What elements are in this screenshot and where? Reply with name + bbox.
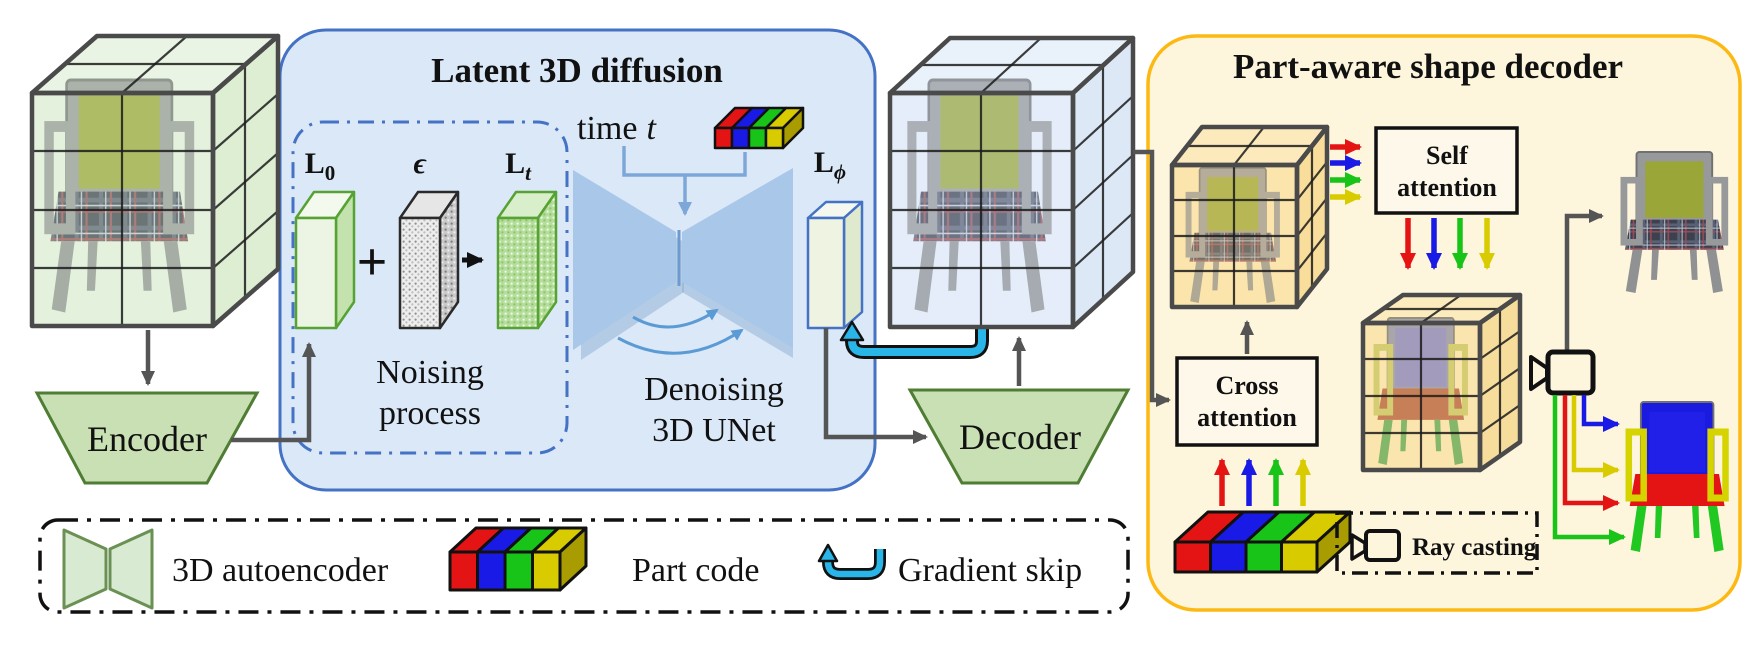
ray-casting-camera-icon: [1364, 529, 1401, 562]
latent-lphi-group: Lϕ: [806, 146, 864, 330]
noising-process-dashed-box: [291, 120, 569, 455]
encoder: Encoder: [34, 330, 316, 485]
autoencoder-legend-label: 3D autoencoder: [172, 552, 389, 589]
decoder-trapezoid: [907, 388, 1131, 485]
encoder-label: Encoder: [87, 419, 207, 459]
latent-to-decoder-arrow: [823, 328, 928, 444]
part-code-legend-label: Part code: [632, 552, 759, 589]
noising-label-line1: Noising: [376, 354, 484, 391]
decoder: Decoder: [823, 328, 1131, 485]
query-voxel-gridlines: [1172, 126, 1328, 307]
encoder-to-latent-arrow: [231, 342, 316, 443]
unet-encoder-half: [573, 170, 676, 350]
noising-label-line2: process: [379, 395, 481, 432]
latent-lt-slab: [496, 190, 558, 330]
ray-casting-camera: [1529, 209, 1604, 396]
cube-to-cross-attention-connector: [1133, 149, 1171, 407]
input-voxel-gridlines: [32, 35, 279, 326]
query-voxel-grid: [1169, 124, 1330, 310]
ray-casting-legend: Ray casting: [1335, 511, 1539, 575]
cross-attention-box: [1175, 356, 1319, 447]
camera-icon: [1545, 349, 1596, 396]
decoded-voxel-grid: [887, 35, 1136, 330]
noising-process-group: L0 ϵ Lt + Noising process: [294, 147, 558, 432]
ray-casting-legend-box: [1335, 511, 1539, 575]
denoising-label-line1: Denoising: [644, 371, 784, 408]
gradient-skip-arrow: [839, 320, 989, 359]
cross-attention-line1: Cross: [1215, 371, 1278, 400]
self-attention-line1: Self: [1426, 141, 1468, 170]
self-attention-block: Self attention: [1374, 126, 1519, 215]
part-aware-decoder-title: Part-aware shape decoder: [1233, 47, 1623, 86]
ray-casting-label: Ray casting: [1412, 534, 1537, 561]
latent-lphi-slab: [806, 200, 864, 330]
latent-diffusion-title: Latent 3D diffusion: [431, 51, 723, 90]
self-attention-to-cube-arrows: [1400, 218, 1495, 270]
autoencoder-icon: [62, 528, 154, 610]
gradient-skip-legend-label: Gradient skip: [898, 552, 1082, 589]
decoded-voxel-gridlines: [890, 37, 1134, 327]
decoder-label: Decoder: [959, 417, 1081, 457]
camera-to-render-arrow: [1564, 209, 1604, 351]
latent-lt-label: Lt: [505, 147, 532, 185]
part-voxel-grid: [1360, 292, 1523, 473]
self-attention-box: [1374, 126, 1519, 215]
camera-ray-arrows: [1552, 395, 1626, 545]
cube-to-self-attention-arrows: [1330, 139, 1362, 205]
epsilon-label: ϵ: [414, 147, 427, 180]
unet-skip-arc-1: [632, 308, 719, 329]
part-voxel-gridlines: [1363, 294, 1521, 470]
unet-skip-arc-2: [617, 328, 744, 355]
gradient-skip-icon: [817, 543, 886, 580]
latent-l0-label: L0: [305, 147, 336, 185]
figure-legend: 3D autoencoder Part code Gradient skip: [38, 518, 1130, 614]
cross-attention-block: Cross attention: [1175, 320, 1319, 447]
plus-sign: +: [357, 232, 388, 292]
denoising-unet: Denoising 3D UNet: [573, 168, 793, 449]
part-code-to-cross-attention-arrows: [1214, 458, 1311, 506]
denoising-label-line2: 3D UNet: [652, 412, 776, 449]
unet-decoder-half: [682, 168, 793, 348]
input-voxel-grid: [29, 33, 281, 329]
latent-l0-slab: [294, 190, 356, 330]
part-code-icon: [448, 526, 588, 592]
part-code-bar-small: [713, 106, 805, 150]
encoder-trapezoid: [34, 391, 260, 485]
cross-attention-line2: attention: [1197, 403, 1297, 432]
self-attention-line2: attention: [1397, 173, 1497, 202]
part-code-bar-large: [1173, 510, 1352, 574]
epsilon-noise-slab: [398, 190, 460, 330]
latent-lphi-label: Lϕ: [814, 146, 846, 184]
